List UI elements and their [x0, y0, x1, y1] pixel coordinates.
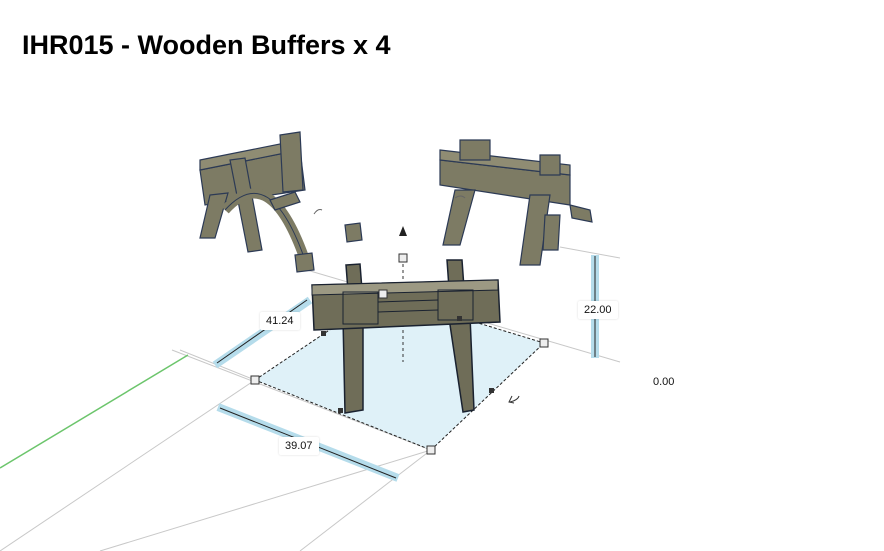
- corner-handle[interactable]: [250, 375, 260, 385]
- corner-handle[interactable]: [539, 338, 549, 348]
- corner-handle[interactable]: [378, 289, 388, 299]
- height-dimension-label[interactable]: 22.00: [578, 301, 618, 319]
- edge-handle[interactable]: [489, 388, 494, 393]
- elevation-dimension-label[interactable]: 0.00: [647, 373, 681, 391]
- lift-arrow-icon[interactable]: [399, 226, 407, 236]
- buffer-model-back-left[interactable]: [199, 131, 363, 273]
- buffer-model-selected[interactable]: [311, 259, 501, 414]
- rotate-icon: [313, 209, 323, 215]
- height-handle[interactable]: [398, 253, 408, 263]
- corner-handle[interactable]: [426, 445, 436, 455]
- width-dimension-label[interactable]: 39.07: [279, 437, 319, 455]
- page-title: IHR015 - Wooden Buffers x 4: [22, 30, 391, 60]
- rotate-icon[interactable]: [508, 395, 520, 404]
- workplane-grid: [0, 246, 621, 551]
- buffer-model-back-right[interactable]: [439, 139, 593, 266]
- rotate-icon: [454, 195, 466, 199]
- depth-dimension-label[interactable]: 41.24: [260, 312, 300, 330]
- edge-handle[interactable]: [457, 316, 462, 321]
- resize-handles[interactable]: [250, 253, 549, 455]
- y-axis-line: [0, 354, 189, 469]
- edge-handle[interactable]: [321, 331, 326, 336]
- edge-handle[interactable]: [338, 408, 343, 413]
- depth-band: [212, 296, 313, 369]
